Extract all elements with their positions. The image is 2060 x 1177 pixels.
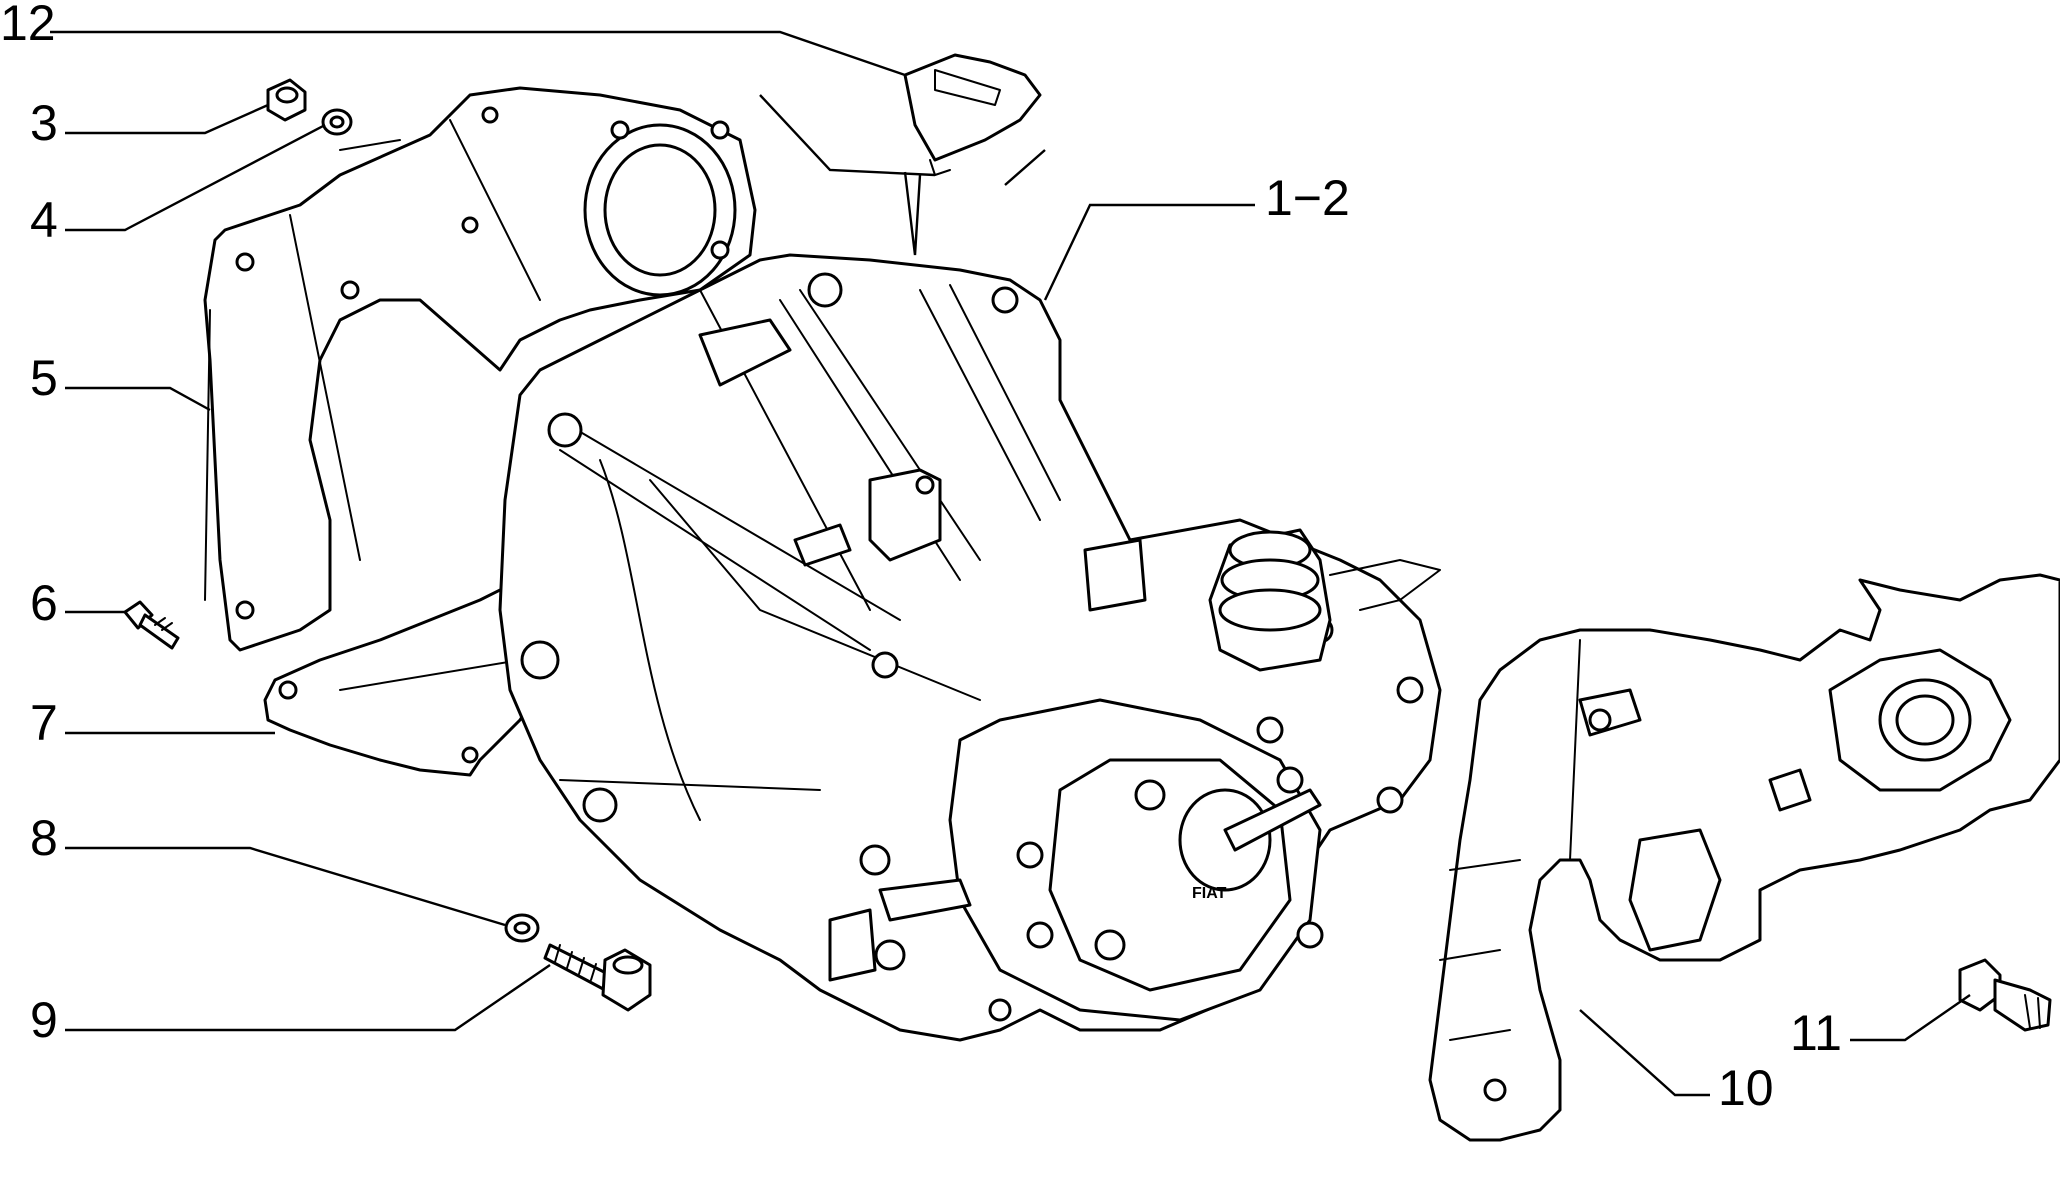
- callout-7: 7: [30, 695, 58, 751]
- callout-10: 10: [1718, 1060, 1774, 1116]
- leader-11: [1850, 994, 1971, 1042]
- callout-1-2: 1−2: [1265, 170, 1350, 226]
- leader-3: [65, 103, 269, 135]
- leader-lines: [50, 30, 1971, 1097]
- callout-12: 12: [0, 0, 56, 51]
- part-4-washer: [321, 108, 353, 136]
- leader-5: [65, 386, 211, 412]
- callout-6: 6: [30, 575, 58, 631]
- part-9-bolt: [543, 943, 652, 1012]
- part-12-clip: [903, 53, 1042, 176]
- callout-3: 3: [30, 95, 58, 151]
- part-5-cover-plate: [203, 86, 757, 652]
- callout-4: 4: [30, 192, 58, 248]
- leader-12: [50, 30, 906, 77]
- part-6-bolt: [123, 600, 180, 650]
- svg-text:FIAT: FIAT: [1192, 885, 1227, 902]
- callout-11: 11: [1790, 1005, 1842, 1061]
- callout-9: 9: [30, 992, 58, 1048]
- part-8-washer: [504, 913, 540, 943]
- callout-labels: 12 3 4 5 6 7 8 9 1−2 10 11: [0, 0, 1842, 1116]
- leader-10: [1579, 1009, 1710, 1097]
- leader-9: [65, 964, 551, 1032]
- leader-8: [65, 846, 506, 927]
- part-11-push-clip: [1958, 958, 2052, 1032]
- part-10-bracket: [1428, 573, 2060, 1142]
- leader-4: [65, 123, 326, 232]
- leader-12-branch-a: [759, 94, 936, 177]
- part-1-2-gearbox-housing: FIAT: [498, 253, 1442, 1042]
- callout-5: 5: [30, 350, 58, 406]
- part-3-nut: [266, 78, 307, 122]
- callout-8: 8: [30, 810, 58, 866]
- leader-1-2: [1043, 203, 1255, 301]
- leader-12-branch-b: [903, 149, 1046, 256]
